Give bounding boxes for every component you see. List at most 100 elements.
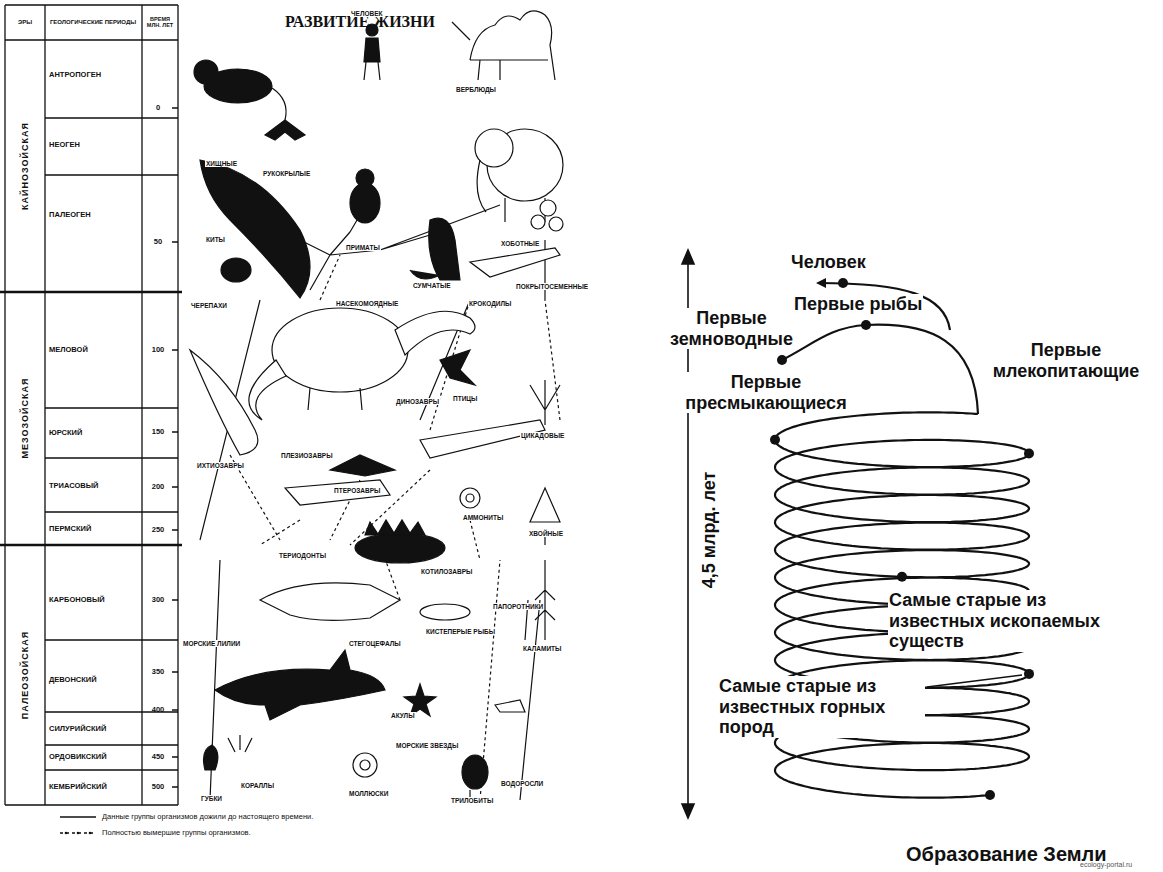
event-dot [838, 278, 848, 288]
time-mark: 150 [152, 428, 165, 437]
period-name: МЕЛОВОЙ [49, 346, 88, 355]
time-mark: 250 [152, 526, 165, 535]
time-mark: 50 [154, 238, 162, 247]
header-cell: ГЕОЛОГИЧЕСКИЕ ПЕРИОДЫ [48, 19, 138, 26]
animal-silhouettes [194, 60, 218, 84]
group-label: ПТЕРОЗАВРЫ [333, 487, 381, 494]
event-dot [777, 355, 787, 365]
group-label: ХИЩНЫЕ [205, 160, 238, 167]
group-label: МОЛЛЮСКИ [348, 790, 389, 797]
animal-silhouettes [460, 488, 480, 508]
animal-silhouettes [364, 38, 380, 80]
group-label: СТЕГОЦЕФАЛЫ [348, 640, 402, 647]
event-label: Самые старые из известных горных пород [718, 676, 925, 738]
evolution-lines [230, 255, 560, 800]
group-label: ТЕРИОДОНТЫ [278, 552, 327, 559]
legend-text: Полностью вымершие группы организмов. [102, 829, 251, 838]
table-grid [5, 5, 178, 805]
period-name: АНТРОПОГЕН [49, 71, 101, 80]
animal-silhouettes [440, 350, 475, 385]
group-label: ЧЕРЕПАХИ [190, 302, 228, 309]
time-span-label: 4,5 млрд. лет [699, 471, 720, 590]
legend-sample [60, 829, 96, 837]
group-label: СУМЧАТЫЕ [412, 282, 452, 289]
animal-silhouettes [356, 169, 374, 187]
time-mark: 0 [156, 104, 160, 113]
time-mark: 500 [152, 783, 165, 792]
animal-silhouettes [200, 160, 310, 298]
animal-silhouettes [190, 11, 563, 789]
period-name: КЕМБРИЙСКИЙ [49, 783, 107, 792]
group-label: ЧЕЛОВЕК [350, 10, 384, 17]
period-name: КАРБОНОВЫЙ [49, 596, 105, 605]
legend-line [60, 832, 96, 833]
event-dot [1024, 449, 1034, 459]
evolution-lines [200, 205, 560, 800]
group-label: МОРСКИЕ ЗВЕЗДЫ [395, 742, 459, 749]
time-mark: 300 [152, 596, 165, 605]
group-label: КРОКОДИЛЫ [468, 300, 512, 307]
animal-silhouettes [475, 129, 513, 167]
animal-silhouettes [531, 215, 545, 229]
legend-dot [89, 832, 92, 835]
group-label: КОТИЛОЗАВРЫ [420, 568, 473, 575]
group-label: ЦИКАДОВЫЕ [520, 432, 565, 439]
time-mark: 100 [152, 346, 165, 355]
animal-silhouettes [221, 258, 251, 282]
origin-label: Образование Земли [905, 843, 1108, 866]
period-name: ТРИАСОВЫЙ [49, 482, 98, 491]
animal-silhouettes [470, 248, 560, 277]
group-label: ПОКРЫТОСЕМЕННЫЕ [515, 283, 589, 290]
animal-silhouettes [204, 735, 252, 770]
period-name: ЮРСКИЙ [49, 429, 82, 438]
group-label: ХВОЙНЫЕ [528, 530, 564, 537]
group-label: ПЛЕЗИОЗАВРЫ [280, 452, 334, 459]
table-grid [0, 292, 182, 545]
event-dot [897, 572, 907, 582]
group-label: ГУБКИ [200, 795, 223, 802]
time-mark: 450 [152, 753, 165, 762]
era-name: ПАЛЕОЗОЙСКАЯ [20, 631, 30, 719]
table-grid [0, 5, 182, 805]
event-label: Самые старые из известных ископаемых сущ… [888, 590, 1120, 652]
group-label: ПТИЦЫ [452, 395, 478, 402]
time-mark: 350 [152, 668, 165, 677]
animal-silhouettes [530, 380, 560, 425]
group-label: РУКОКРЫЛЫЕ [262, 170, 311, 177]
animal-silhouettes [265, 120, 305, 140]
event-dot [770, 435, 780, 445]
period-name: ПАЛЕОГЕН [49, 211, 91, 220]
time-mark: 400 [152, 706, 165, 715]
animal-silhouettes [308, 388, 362, 410]
legend-dot [77, 832, 80, 835]
legend-text: Данные группы организмов дожили до насто… [102, 813, 313, 822]
legend-dot [65, 832, 68, 835]
period-name: НЕОГЕН [49, 141, 80, 150]
animal-silhouettes [452, 11, 555, 80]
event-label: Первые рыбы [793, 294, 923, 315]
group-label: ВОДОРОСЛИ [500, 780, 544, 787]
group-label: ХОБОТНЫЕ [500, 240, 540, 247]
time-mark: 200 [152, 483, 165, 492]
animal-silhouettes [466, 494, 474, 502]
group-label: НАСЕКОМОЯДНЫЕ [335, 300, 399, 307]
animal-silhouettes [260, 583, 400, 620]
event-dot [861, 320, 871, 330]
event-dot [1024, 669, 1034, 679]
animal-silhouettes [272, 308, 408, 392]
group-label: КИСТЕПЕРЫЕ РЫБЫ [425, 628, 496, 635]
group-label: ТРИЛОБИТЫ [450, 797, 494, 804]
animal-silhouettes [272, 88, 286, 120]
group-label: ДИНОЗАВРЫ [395, 398, 440, 405]
watermark: ecology-portal.ru [1080, 861, 1132, 869]
event-label: Первые млекопитающие [975, 340, 1157, 381]
animal-silhouettes [353, 753, 377, 777]
era-name: МЕЗОЗОЙСКАЯ [20, 378, 30, 459]
animal-silhouettes [530, 488, 560, 522]
animal-silhouettes [249, 311, 475, 420]
event-label: Первые земноводные [668, 308, 795, 349]
event-label: Человек [790, 252, 867, 273]
animal-silhouettes [330, 455, 395, 476]
